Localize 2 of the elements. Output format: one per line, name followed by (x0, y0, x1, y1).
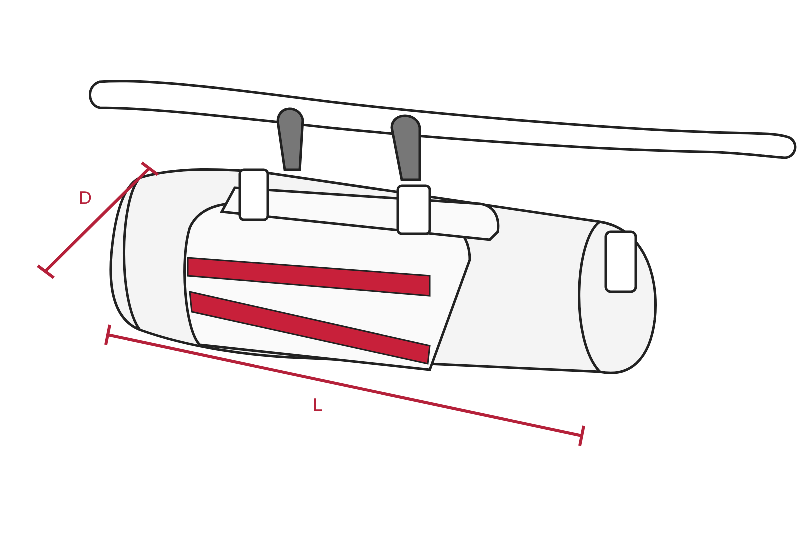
dimension-label: L (313, 395, 324, 415)
dimension-label: D (79, 188, 92, 208)
